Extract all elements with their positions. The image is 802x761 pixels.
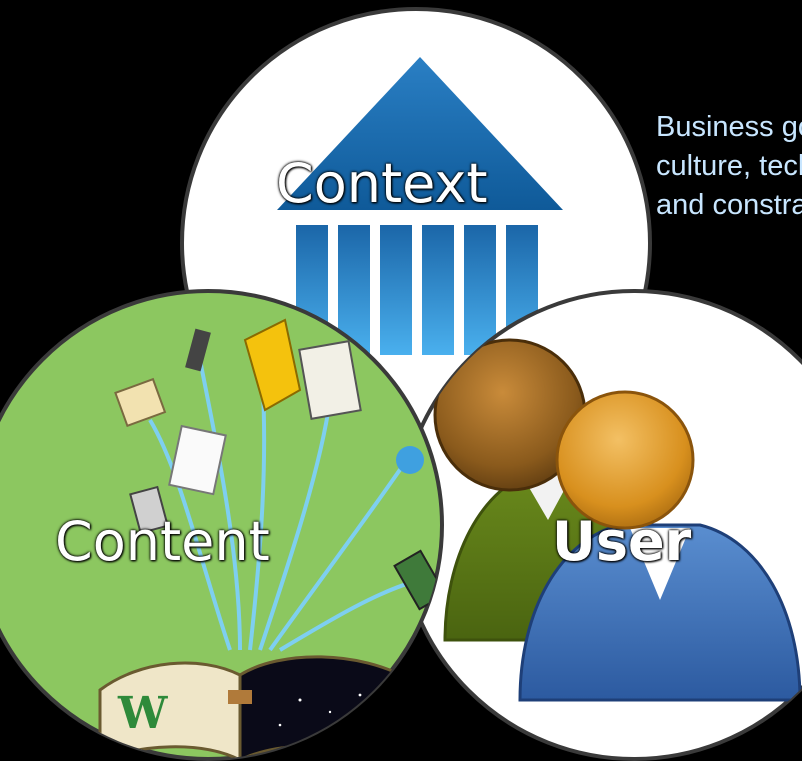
two-users-icon [433, 338, 802, 702]
user-circle [398, 289, 802, 761]
context-description-line: culture, technology, resources, [656, 150, 802, 182]
svg-text:W: W [117, 688, 168, 739]
user-label: User [552, 510, 692, 573]
context-description-line: Business goals, funding, politics, [656, 111, 802, 143]
context-description: Business goals, funding, politics, cultu… [656, 108, 802, 225]
content-label: Content [55, 510, 270, 573]
context-description-line: and constraints [656, 189, 802, 221]
context-label: Context [276, 152, 488, 215]
content-circle: W [0, 289, 444, 761]
